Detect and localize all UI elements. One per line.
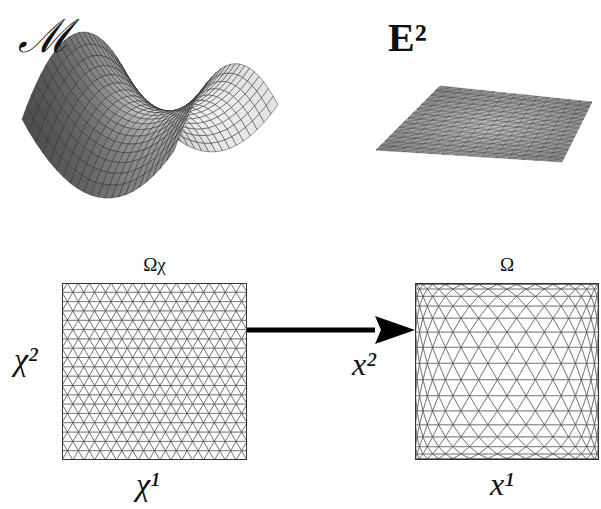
domain-label: Ωχ [63, 254, 246, 276]
adapted-mesh [415, 283, 599, 460]
map-arrow [247, 316, 415, 344]
manifold-symbol: ℳ [18, 14, 71, 60]
axis-label: x¹ [490, 468, 514, 500]
flat-sheet [376, 86, 592, 162]
domain-label: Ω [416, 254, 598, 276]
uniform-mesh [62, 283, 247, 460]
space-symbol: E² [388, 18, 427, 58]
axis-label: χ² [14, 343, 38, 375]
axis-label: x² [352, 348, 376, 380]
axis-label: χ¹ [136, 468, 160, 500]
domain-square: Ω [415, 283, 599, 460]
domain-square: Ωχ [62, 283, 247, 460]
